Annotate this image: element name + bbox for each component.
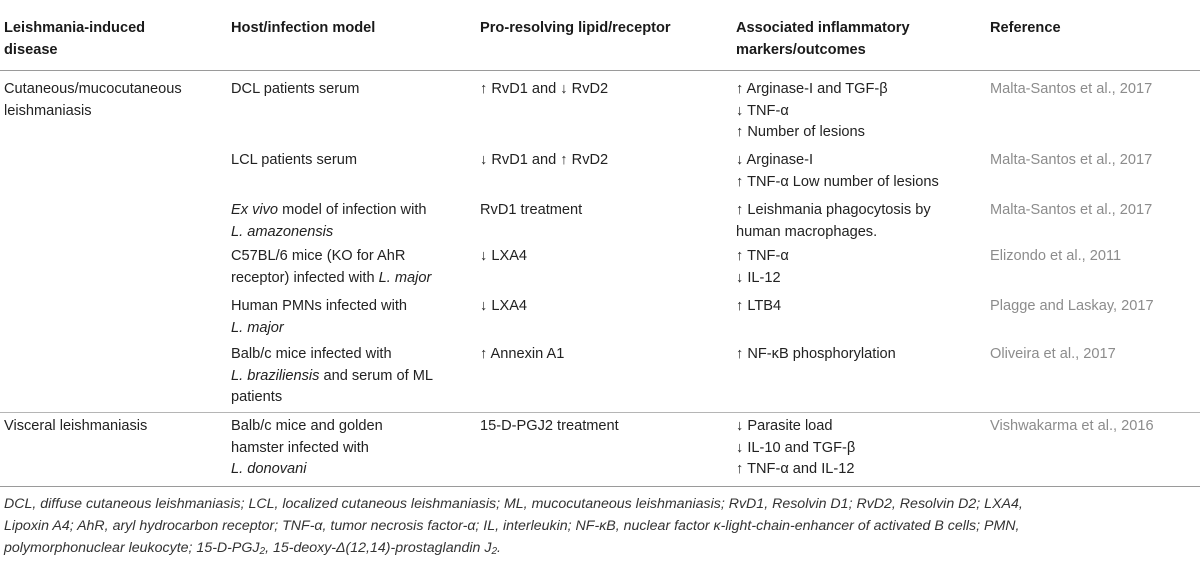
cell-model: Ex vivo model of infection with L. amazo… — [231, 202, 427, 240]
cell-lipid: ↑ Annexin A1 — [480, 346, 565, 362]
cell-disease: Visceral leishmaniasis — [4, 418, 148, 434]
cell-reference: Plagge and Laskay, 2017 — [990, 298, 1154, 314]
cell-reference: Vishwakarma et al., 2016 — [990, 418, 1154, 434]
cell-markers: ↑ NF-κB phosphorylation — [736, 346, 896, 362]
cell-reference: Malta-Santos et al., 2017 — [990, 81, 1153, 97]
header-rule — [0, 70, 1200, 71]
footer-rule — [0, 486, 1200, 487]
cell-disease: Cutaneous/mucocutaneous leishmaniasis — [4, 81, 182, 119]
cell-model: C57BL/6 mice (KO for AhR receptor) infec… — [231, 248, 432, 286]
cell-markers: ↓ Parasite load ↓ IL-10 and TGF-β ↑ TNF-… — [736, 418, 856, 477]
cell-lipid: ↓ LXA4 — [480, 248, 528, 264]
cell-lipid: ↓ LXA4 — [480, 298, 528, 314]
section-rule — [0, 412, 1200, 413]
cell-markers: ↑ LTB4 — [736, 298, 782, 314]
cell-lipid: 15-D-PGJ2 treatment — [480, 418, 619, 434]
cell-model: LCL patients serum — [231, 152, 357, 168]
cell-markers: ↓ Arginase-I ↑ TNF-α Low number of lesio… — [736, 152, 939, 190]
cell-model: Human PMNs infected with L. major — [231, 298, 408, 336]
cell-markers: ↑ Arginase-I and TGF-β ↓ TNF-α ↑ Number … — [736, 81, 888, 140]
table-footnote: DCL, diffuse cutaneous leishmaniasis; LC… — [4, 496, 1023, 557]
cell-model: Balb/c mice and golden hamster infected … — [231, 418, 383, 477]
header-model: Host/infection model — [231, 20, 376, 36]
cell-lipid: ↑ RvD1 and ↓ RvD2 — [480, 81, 609, 97]
cell-lipid: RvD1 treatment — [480, 202, 583, 218]
cell-model: Balb/c mice infected with L. braziliensi… — [231, 346, 433, 405]
header-markers: Associated inflammatory markers/outcomes — [736, 20, 910, 58]
cell-lipid: ↓ RvD1 and ↑ RvD2 — [480, 152, 609, 168]
cell-reference: Malta-Santos et al., 2017 — [990, 202, 1153, 218]
cell-reference: Oliveira et al., 2017 — [990, 346, 1116, 362]
header-disease: Leishmania-induced disease — [4, 20, 146, 58]
cell-markers: ↑ TNF-α ↓ IL-12 — [736, 248, 789, 286]
cell-markers: ↑ Leishmania phagocytosis by human macro… — [736, 202, 931, 240]
cell-model: DCL patients serum — [231, 81, 360, 97]
header-lipid: Pro-resolving lipid/receptor — [480, 20, 671, 36]
cell-reference: Malta-Santos et al., 2017 — [990, 152, 1153, 168]
header-reference: Reference — [990, 20, 1061, 36]
cell-reference: Elizondo et al., 2011 — [990, 248, 1122, 264]
